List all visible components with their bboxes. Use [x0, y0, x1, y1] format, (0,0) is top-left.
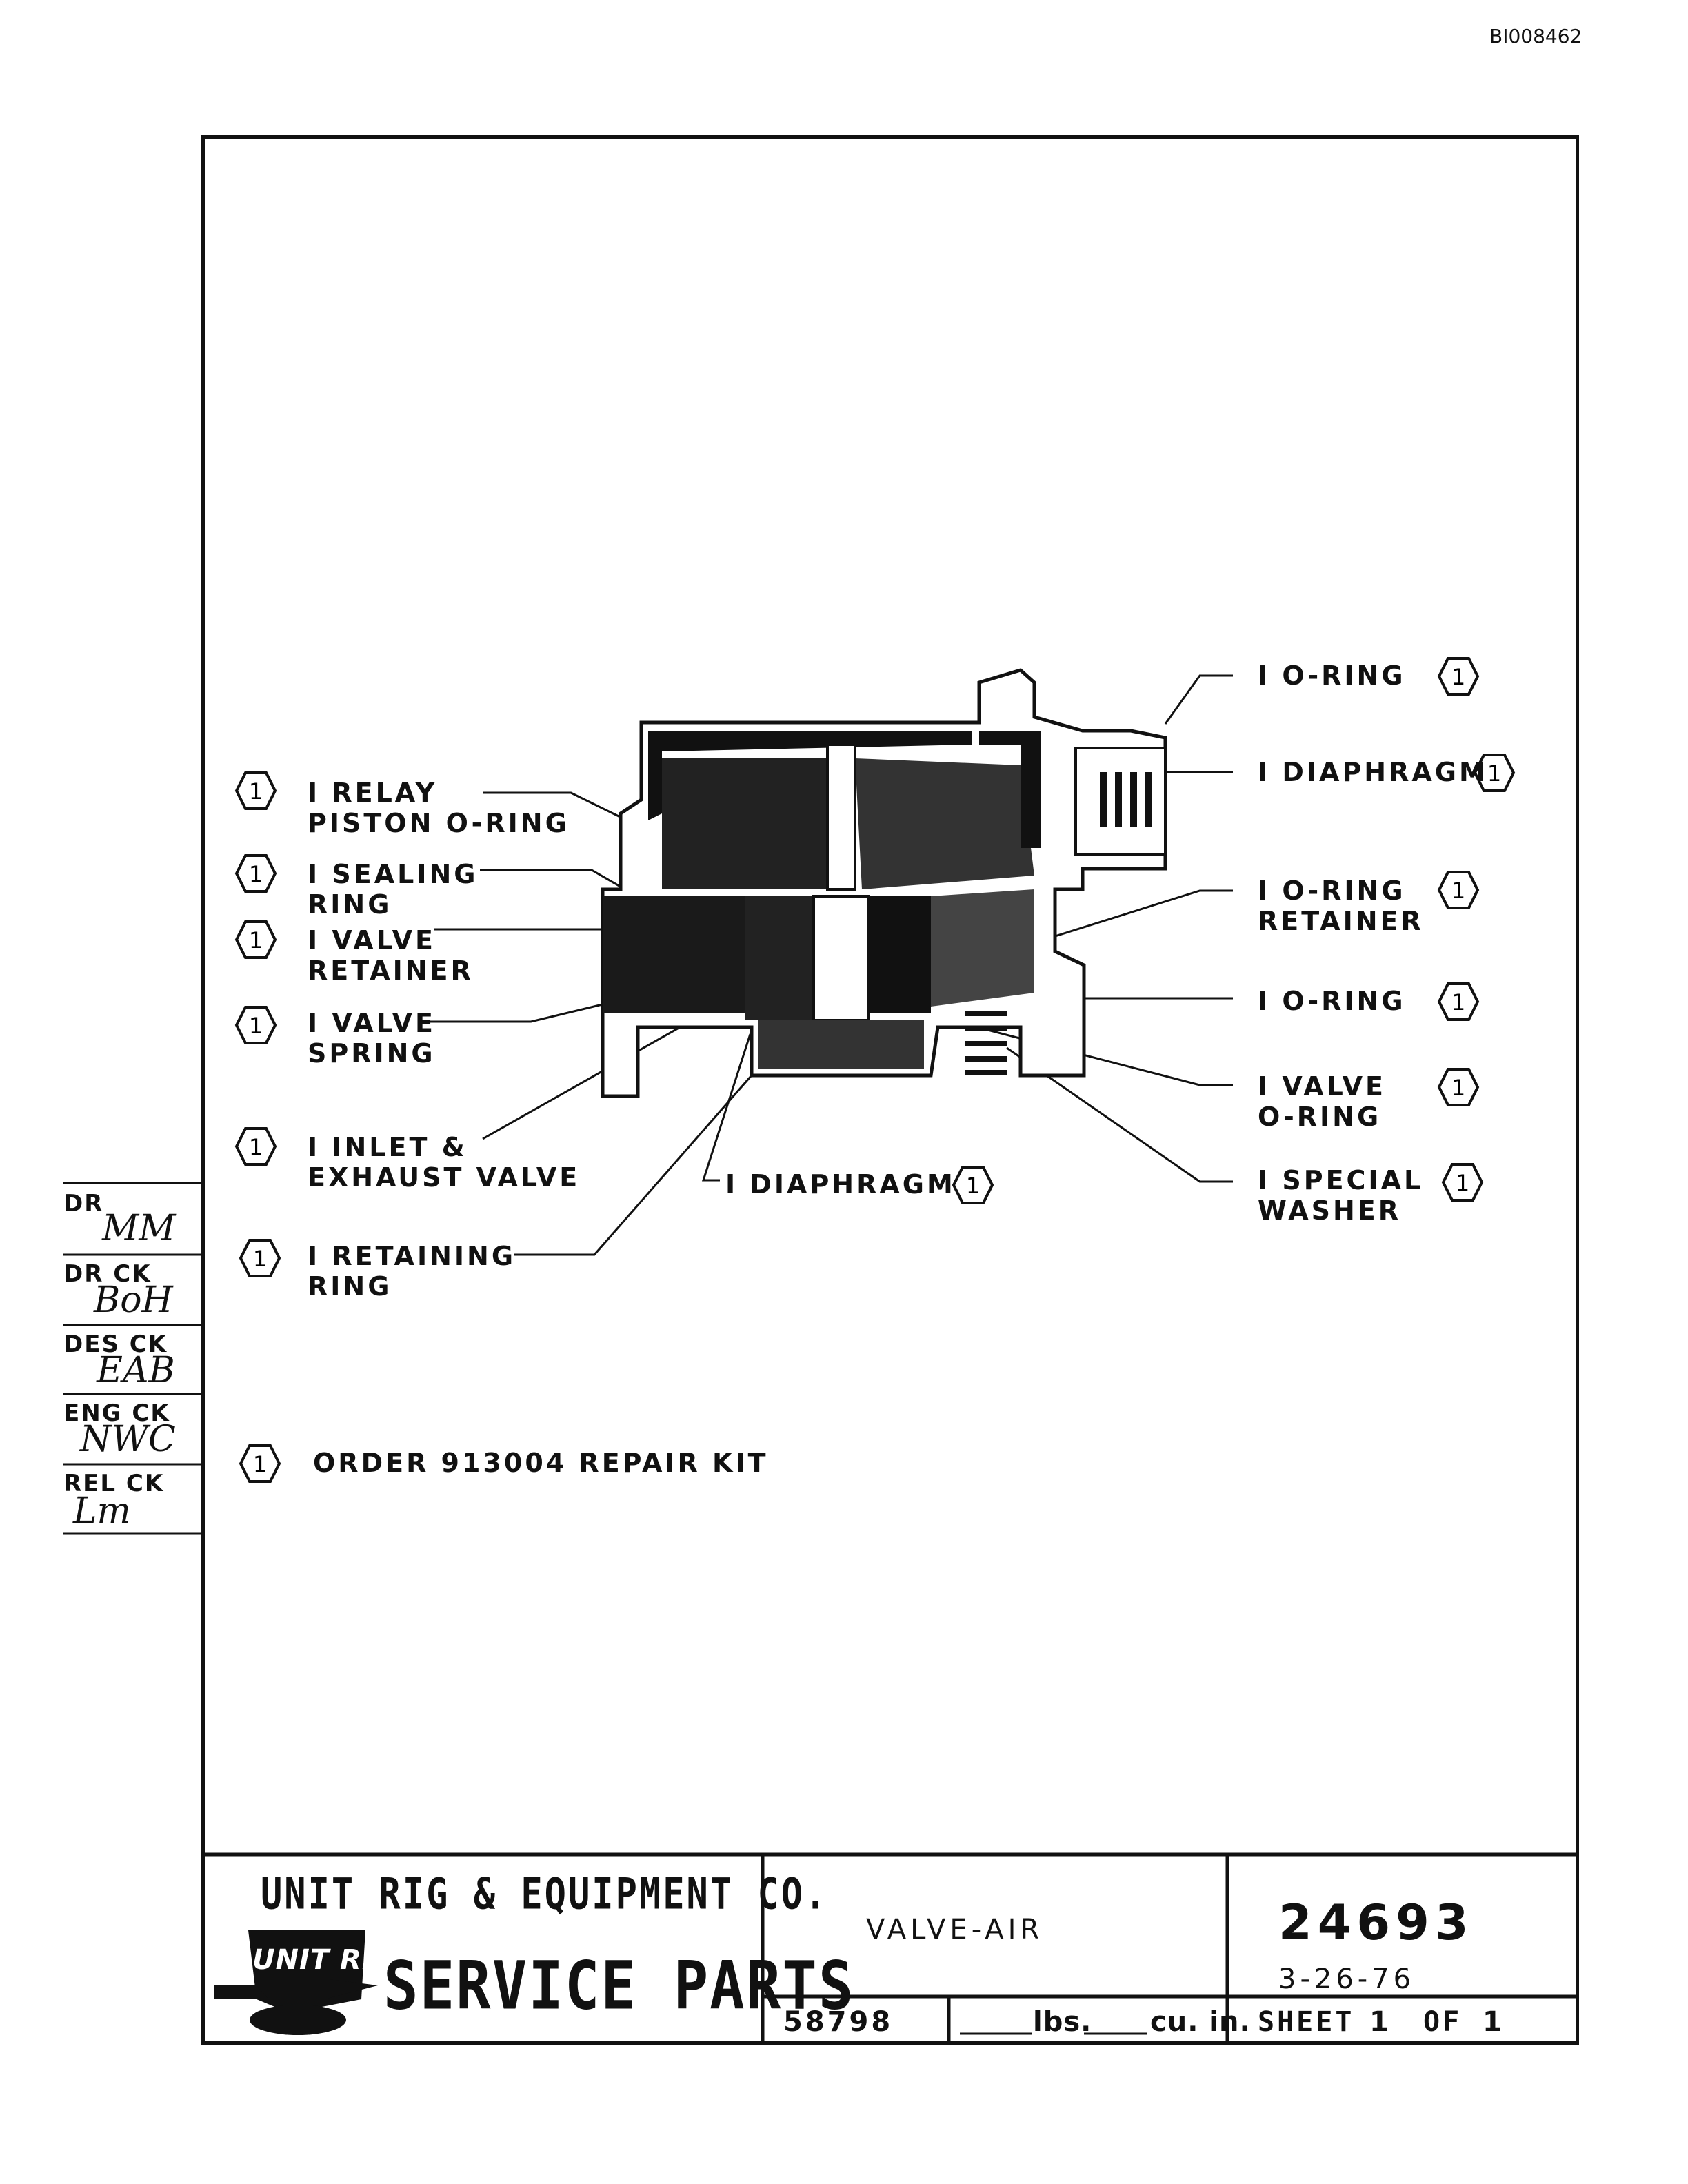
- callout-hex-icon: 1: [234, 920, 277, 960]
- approval-signature-dr-ck: BoH: [94, 1280, 173, 1321]
- svg-text:1: 1: [1451, 878, 1465, 904]
- callout-hex-icon: 1: [952, 1165, 994, 1205]
- drawing-title: VALVE-AIR: [866, 1914, 1044, 1945]
- svg-text:1: 1: [1451, 1075, 1465, 1101]
- part-label-relay-piston-o-ring: I RELAY PISTON O-RING: [308, 778, 570, 838]
- sheet-number: 1: [1369, 2006, 1391, 2038]
- approval-signature-dr: MM: [102, 1208, 176, 1249]
- callout-hex-icon: 1: [1441, 1162, 1484, 1202]
- svg-text:1: 1: [249, 927, 263, 953]
- drawing-date: 3-26-76: [1278, 1963, 1416, 1995]
- approval-label-dr-ck: DR CK: [63, 1260, 152, 1288]
- part-label-lower-diaphragm: I DIAPHRAGM: [725, 1169, 956, 1200]
- callout-hex-icon: 1: [1437, 1067, 1480, 1107]
- callout-hex-icon: 1: [234, 853, 277, 893]
- callout-hex-icon: 1: [234, 1126, 277, 1166]
- part-label-valve-o-ring: I VALVE O-RING: [1258, 1071, 1386, 1132]
- svg-text:1: 1: [1451, 989, 1465, 1015]
- svg-text:1: 1: [253, 1451, 267, 1477]
- sheet-label: SHEET: [1258, 2006, 1355, 2038]
- svg-text:1: 1: [249, 861, 263, 887]
- svg-text:1: 1: [249, 1134, 263, 1160]
- callout-hex-icon: 1: [239, 1238, 281, 1278]
- sheet-of-label: OF: [1423, 2006, 1463, 2038]
- svg-text:1: 1: [249, 778, 263, 805]
- callout-hex-icon: 1: [239, 1444, 281, 1484]
- part-label-retaining-ring: I RETAINING RING: [308, 1241, 516, 1302]
- document-id: BI008462: [1489, 25, 1582, 48]
- part-label-valve-spring: I VALVE SPRING: [308, 1008, 436, 1069]
- callout-hex-icon: 1: [234, 1005, 277, 1045]
- approval-signature-rel-ck: Lm: [73, 1490, 131, 1532]
- part-label-inlet-exhaust-valve: I INLET & EXHAUST VALVE: [308, 1132, 581, 1193]
- part-label-top-o-ring: I O-RING: [1258, 660, 1406, 691]
- repair-kit-note: ORDER 913004 REPAIR KIT: [313, 1448, 769, 1478]
- weight-unit: lbs.: [1033, 2006, 1092, 2038]
- company-name: UNIT RIG & EQUIPMENT CO.: [261, 1870, 829, 1919]
- part-number: 24693: [1278, 1894, 1474, 1951]
- drawing-frame: [201, 135, 1579, 2045]
- svg-text:1: 1: [1487, 760, 1501, 787]
- part-label-o-ring-retainer: I O-RING RETAINER: [1258, 876, 1424, 936]
- part-label-diaphragm: I DIAPHRAGM: [1258, 757, 1488, 787]
- callout-hex-icon: 1: [1437, 982, 1480, 1022]
- logo-text: UNIT RIG: [252, 1944, 396, 1976]
- callout-hex-icon: 1: [1437, 870, 1480, 910]
- approval-label-des-ck: DES CK: [63, 1331, 168, 1358]
- service-parts-title: SERVICE PARTS: [383, 1947, 855, 2025]
- reference-number: 58798: [783, 2006, 894, 2038]
- approval-label-rel-ck: REL CK: [63, 1470, 165, 1497]
- approval-signature-des-ck: EAB: [97, 1350, 175, 1391]
- svg-text:1: 1: [1456, 1170, 1469, 1196]
- approval-label-dr: DR: [63, 1190, 104, 1217]
- part-label-special-washer: I SPECIAL WASHER: [1258, 1165, 1424, 1226]
- callout-hex-icon: 1: [234, 771, 277, 811]
- svg-text:1: 1: [966, 1173, 980, 1199]
- svg-text:1: 1: [253, 1246, 267, 1272]
- svg-text:1: 1: [1451, 664, 1465, 690]
- callout-hex-icon: 1: [1437, 656, 1480, 696]
- sheet-total: 1: [1483, 2006, 1505, 2038]
- approval-label-eng-ck: ENG CK: [63, 1399, 170, 1427]
- part-label-valve-retainer: I VALVE RETAINER: [308, 925, 474, 986]
- callout-hex-icon: 1: [1473, 753, 1516, 793]
- part-label-sealing-ring: I SEALING RING: [308, 859, 479, 920]
- approval-signature-eng-ck: NWC: [80, 1419, 176, 1460]
- volume-unit: cu. in.: [1150, 2006, 1251, 2038]
- svg-text:1: 1: [249, 1013, 263, 1039]
- part-label-o-ring: I O-RING: [1258, 986, 1406, 1016]
